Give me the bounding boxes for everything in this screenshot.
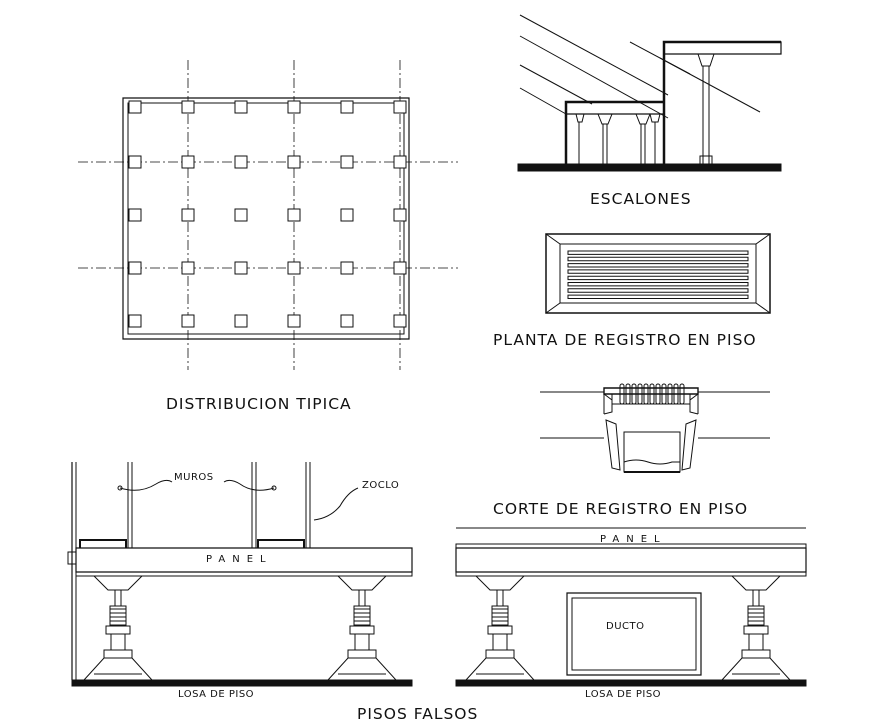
pedestal-square: [129, 209, 141, 221]
pedestal-stem: [497, 590, 503, 606]
raised-floor-right: [456, 528, 806, 686]
steps-section: [518, 15, 781, 171]
pedestal-square: [341, 156, 353, 168]
zoclo-label: ZOCLO: [362, 480, 400, 491]
raised-floor-left: [68, 462, 412, 686]
pedestal-square: [341, 315, 353, 327]
duct-label: DUCTO: [606, 621, 645, 632]
slab-label-left: LOSA DE PISO: [178, 689, 255, 700]
pedestal-square: [394, 209, 406, 221]
pedestal-tube: [749, 634, 763, 650]
pedestal-stem: [115, 590, 121, 606]
pedestal-tube: [355, 634, 369, 650]
pedestal-square: [182, 156, 194, 168]
register-slot: [568, 270, 748, 273]
pedestal-square: [288, 101, 300, 113]
pedestal-square: [235, 315, 247, 327]
pedestal-nut: [106, 626, 130, 634]
pedestal-stem: [753, 590, 759, 606]
register-plan-title: PLANTA DE REGISTRO EN PISO: [493, 331, 757, 349]
pedestal-square: [235, 101, 247, 113]
pedestal-square: [288, 315, 300, 327]
panel-label-right: PANEL: [600, 534, 667, 545]
pedestal-square: [341, 101, 353, 113]
pedestal-square: [129, 315, 141, 327]
slab-label-right: LOSA DE PISO: [585, 689, 662, 700]
pedestal-plate: [486, 650, 514, 658]
pedestal-square: [288, 262, 300, 274]
pedestal-head: [338, 576, 386, 590]
grille-frame: [612, 394, 690, 404]
register-slot: [568, 295, 748, 298]
pedestal-square: [288, 209, 300, 221]
typical-distribution-plan: [78, 60, 458, 370]
pedestal-base: [84, 658, 152, 680]
panel-label-left: PANEL: [206, 554, 273, 565]
pedestal-nut: [350, 626, 374, 634]
pedestal-square: [341, 209, 353, 221]
pedestal-plate: [742, 650, 770, 658]
pedestal-base: [466, 658, 534, 680]
pedestal-square: [394, 315, 406, 327]
distribution-title: DISTRIBUCION TIPICA: [166, 395, 352, 413]
pedestal-base: [722, 658, 790, 680]
pedestal-plate: [104, 650, 132, 658]
pedestal-square: [394, 262, 406, 274]
register-slot: [568, 251, 748, 254]
pedestal-square: [182, 315, 194, 327]
pedestal-square: [235, 209, 247, 221]
pedestal-square: [182, 101, 194, 113]
pedestal-nut: [744, 626, 768, 634]
pedestal-square: [182, 262, 194, 274]
register-slot: [568, 257, 748, 260]
pedestal-square: [129, 101, 141, 113]
pedestal-square: [288, 156, 300, 168]
steps-title: ESCALONES: [590, 190, 692, 208]
pedestal-square: [129, 156, 141, 168]
pedestal-stem: [359, 590, 365, 606]
register-slot: [568, 276, 748, 279]
muros-label: MUROS: [174, 472, 214, 483]
pedestal-head: [732, 576, 780, 590]
pedestal-square: [341, 262, 353, 274]
floor-register-plan: [546, 234, 770, 313]
pedestal-head: [476, 576, 524, 590]
raised-floors-title: PISOS FALSOS: [357, 705, 479, 723]
register-slot: [568, 264, 748, 267]
pedestal-square: [394, 101, 406, 113]
pedestal-head: [94, 576, 142, 590]
floor-register-section: [540, 384, 770, 472]
register-slot: [568, 289, 748, 292]
pedestal-square: [235, 156, 247, 168]
pedestal-tube: [111, 634, 125, 650]
pedestal-square: [394, 156, 406, 168]
pedestal-plate: [348, 650, 376, 658]
pedestal-square: [129, 262, 141, 274]
pedestal-square: [235, 262, 247, 274]
pedestal-nut: [488, 626, 512, 634]
pedestal-tube: [493, 634, 507, 650]
register-section-title: CORTE DE REGISTRO EN PISO: [493, 500, 749, 518]
pedestal-base: [328, 658, 396, 680]
register-slot: [568, 283, 748, 286]
pedestal-square: [182, 209, 194, 221]
